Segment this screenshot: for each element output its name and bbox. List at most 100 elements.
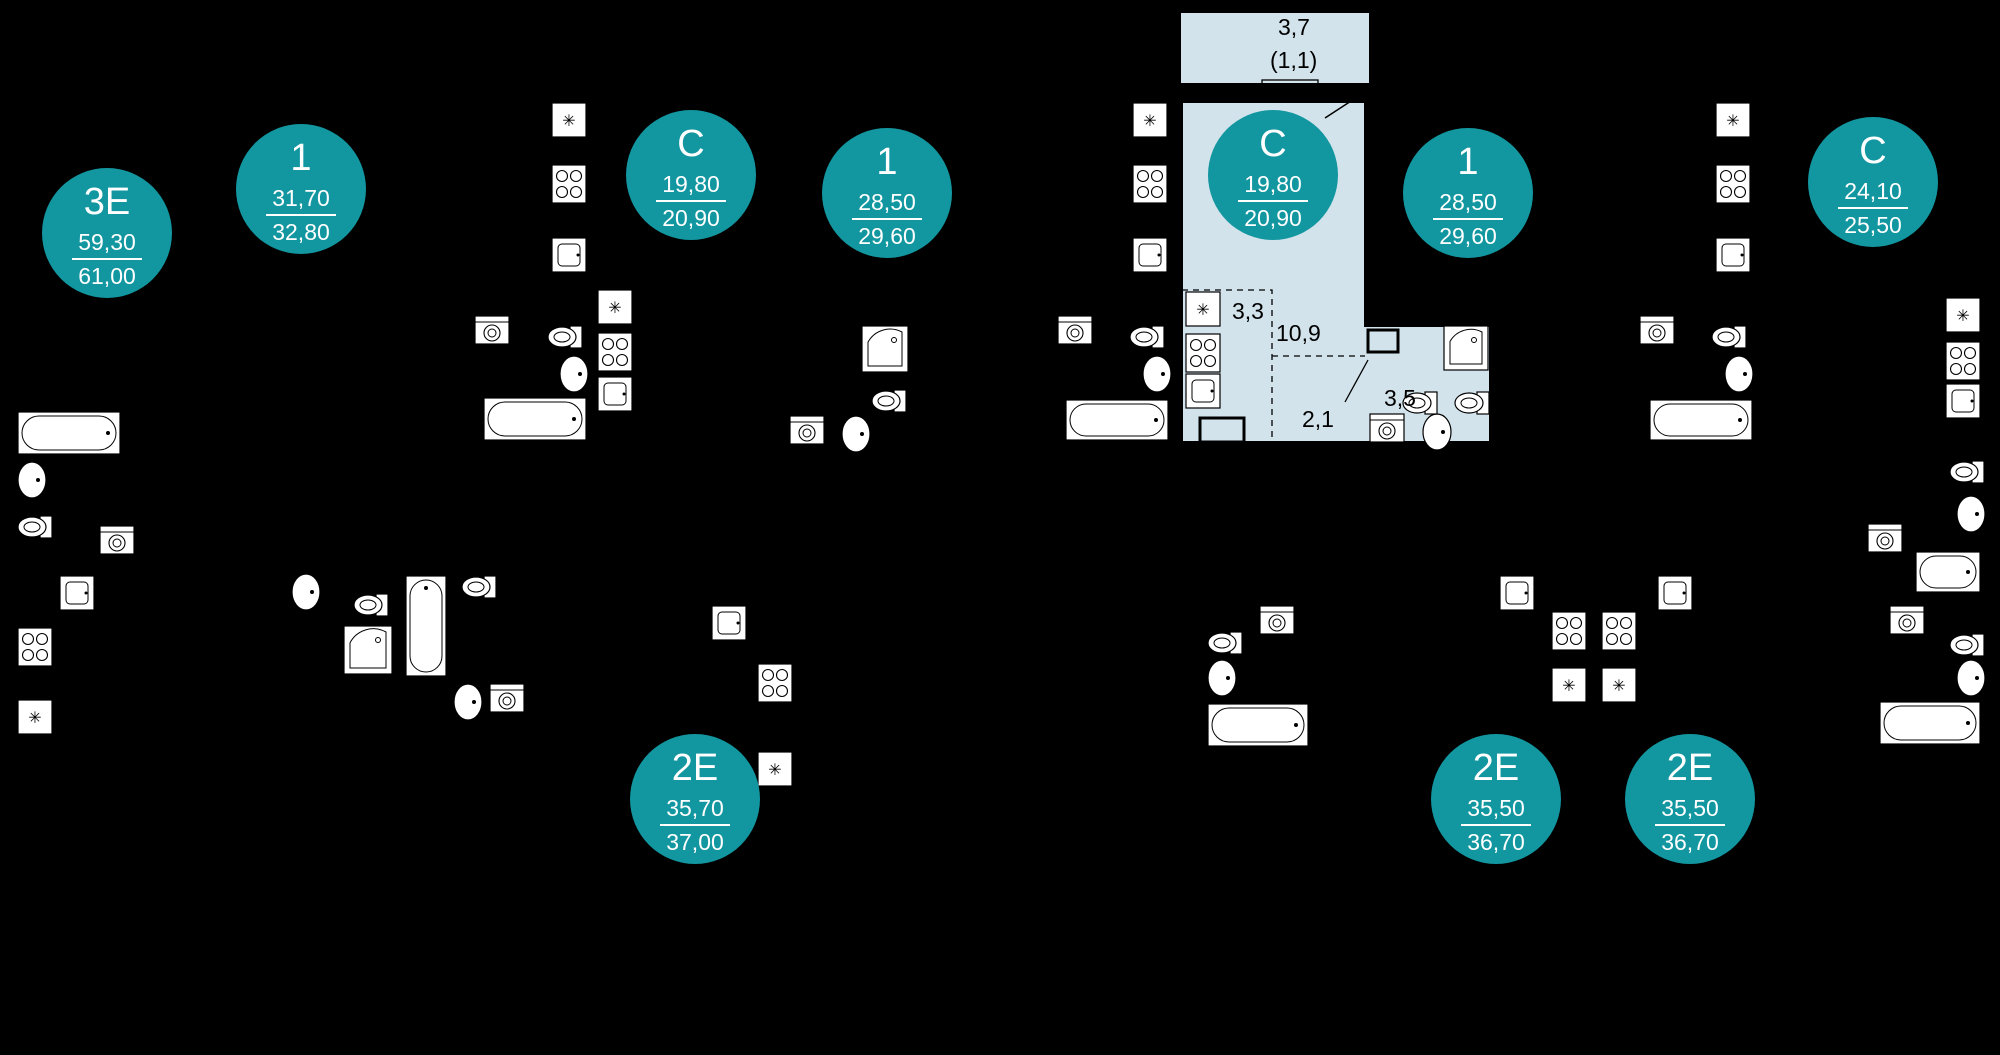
hall-area-label: 2,1 [1302, 406, 1334, 432]
apartment-type: 2Е [1666, 747, 1714, 789]
washing-machine-icon [1867, 523, 1903, 553]
balcony-stairs [1261, 79, 1319, 103]
washing-machine-icon [1259, 605, 1295, 635]
apartment-badge[interactable]: 1 28,50 29,60 [1403, 128, 1533, 258]
stove-icon [597, 332, 633, 372]
svg-text:✳: ✳ [608, 298, 621, 317]
stove-icon [757, 663, 793, 703]
apartment-living-area: 28,50 [858, 189, 916, 215]
apartment-type: 1 [290, 137, 312, 179]
toilet-icon [461, 575, 497, 599]
apartment-type: 3Е [83, 181, 131, 223]
apartment-badge[interactable]: 3Е 59,30 61,00 [42, 168, 172, 298]
balcony-area-label: 3,7 [1278, 14, 1310, 40]
sink-icon [1499, 575, 1535, 611]
apartment-type: С [1259, 123, 1287, 165]
fraction-line [1838, 207, 1908, 209]
apartment-badge[interactable]: 1 31,70 32,80 [236, 124, 366, 254]
apartment-badge[interactable]: 2Е 35,50 36,70 [1625, 734, 1755, 864]
sink-icon [1715, 237, 1751, 273]
fraction-line [266, 214, 336, 216]
balcony-area [1179, 11, 1371, 85]
toilet-icon [1129, 325, 1165, 349]
apartment-type: С [1859, 130, 1887, 172]
apartment-total-area: 25,50 [1844, 212, 1902, 238]
stove-icon [1715, 164, 1751, 204]
stove-icon [1945, 341, 1981, 381]
bathtub-icon [1649, 399, 1753, 441]
washbasin-icon [841, 415, 871, 453]
sink-icon [59, 575, 95, 611]
toilet-icon [1402, 391, 1438, 415]
kitchen-partition [1182, 289, 1365, 442]
washbasin-icon [1142, 355, 1172, 393]
ventilation-icon: ✳ [551, 102, 587, 138]
svg-text:✳: ✳ [1196, 300, 1209, 319]
fraction-line [1655, 824, 1725, 826]
apartment-total-area: 20,90 [1244, 205, 1302, 231]
living-area-label: 10,9 [1276, 320, 1321, 346]
washing-machine-icon [489, 683, 525, 713]
washbasin-icon [1724, 355, 1754, 393]
svg-text:✳: ✳ [1612, 676, 1625, 695]
bathtub-icon [1065, 399, 1169, 441]
apartment-living-area: 19,80 [1244, 171, 1302, 197]
wardrobe-icon [1198, 328, 1400, 444]
sink-icon [597, 376, 633, 412]
sink-icon [551, 237, 587, 273]
toilet-icon [871, 389, 907, 413]
washing-machine-icon [1889, 605, 1925, 635]
hall-door [1344, 359, 1369, 403]
svg-text:✳: ✳ [768, 760, 781, 779]
washing-machine-icon [789, 415, 825, 445]
apartment-total-area: 29,60 [1439, 223, 1497, 249]
apartment-living-area: 35,70 [666, 795, 724, 821]
ventilation-icon: ✳ [1715, 102, 1751, 138]
toilet-icon [547, 325, 583, 349]
apartment-living-area: 28,50 [1439, 189, 1497, 215]
washbasin-icon [1422, 413, 1452, 451]
stove-icon [1601, 611, 1637, 651]
washing-machine-icon [1639, 315, 1675, 345]
fraction-line [1433, 218, 1503, 220]
toilet-icon [1949, 633, 1985, 657]
fraction-line [656, 200, 726, 202]
stove-icon [551, 164, 587, 204]
apartment-total-area: 32,80 [272, 219, 330, 245]
bathtub-icon [1915, 551, 1981, 593]
stove-icon [1185, 333, 1221, 373]
sink-icon [1132, 237, 1168, 273]
ventilation-icon: ✳ [1945, 297, 1981, 333]
apartment-living-area: 59,30 [78, 229, 136, 255]
fraction-line [852, 218, 922, 220]
washing-machine-icon [474, 315, 510, 345]
ventilation-icon: ✳ [1132, 102, 1168, 138]
washbasin-icon [1956, 495, 1986, 533]
sink-icon [1945, 383, 1981, 419]
shower-icon [343, 625, 393, 675]
ventilation-icon: ✳ [1601, 667, 1637, 703]
ventilation-icon: ✳ [17, 699, 53, 735]
svg-text:✳: ✳ [28, 708, 41, 727]
apartment-badge[interactable]: 2Е 35,50 36,70 [1431, 734, 1561, 864]
apartment-total-area: 29,60 [858, 223, 916, 249]
apartment-badge[interactable]: 1 28,50 29,60 [822, 128, 952, 258]
apartment-badge[interactable]: 2Е 35,70 37,00 [630, 734, 760, 864]
toilet-icon [1711, 325, 1747, 349]
toilet-icon [353, 593, 389, 617]
apartment-badge[interactable]: С 24,10 25,50 [1808, 117, 1938, 247]
stove-icon [1132, 164, 1168, 204]
apartment-type: С [677, 123, 705, 165]
bathtub-icon [1879, 701, 1981, 745]
toilet-icon [1949, 460, 1985, 484]
apartment-living-area: 35,50 [1661, 795, 1719, 821]
sink-icon [1657, 575, 1693, 611]
sink-icon [1185, 373, 1221, 409]
apartment-type: 1 [1457, 141, 1479, 183]
apartment-type: 2Е [1472, 747, 1520, 789]
apartment-badge[interactable]: С 19,80 20,90 [626, 110, 756, 240]
bathtub-icon [483, 397, 587, 441]
apartment-living-area: 31,70 [272, 185, 330, 211]
fraction-line [1238, 200, 1308, 202]
apartment-badge-selected[interactable]: С 19,80 20,90 [1208, 110, 1338, 240]
